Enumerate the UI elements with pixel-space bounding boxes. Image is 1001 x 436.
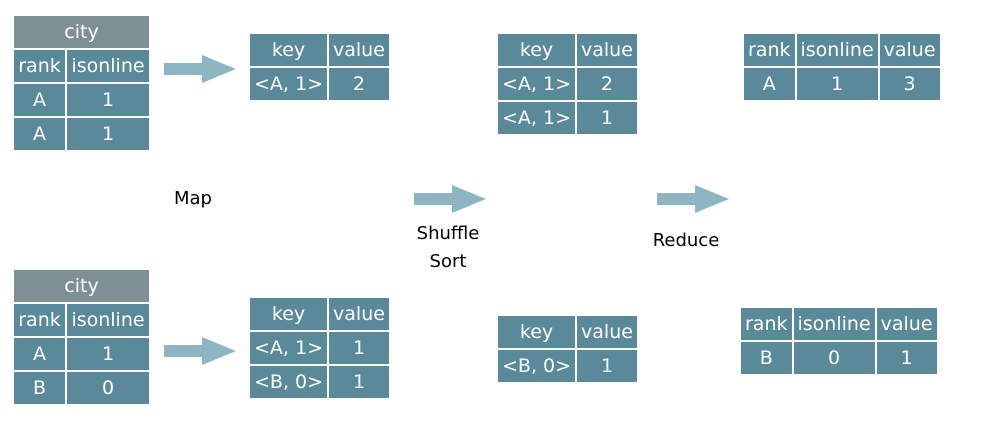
table-cell: 3 (877, 66, 942, 102)
column-header: key (495, 32, 578, 68)
table-cell: 1 (575, 100, 639, 136)
table-cell: 1 (794, 66, 880, 102)
column-header: isonline (794, 32, 880, 68)
table-cell: 2 (327, 66, 391, 102)
column-header: key (247, 296, 330, 332)
arrow-right-icon (657, 185, 729, 213)
table-cell: 0 (65, 370, 151, 406)
table-cell: 1 (575, 348, 639, 384)
table-cell: 1 (327, 364, 391, 400)
column-header: value (877, 32, 942, 68)
map-table-1: key value <A, 1> 2 (247, 32, 391, 102)
table-cell: A (11, 336, 68, 372)
column-header: key (247, 32, 330, 68)
table-cell: A (11, 116, 68, 152)
table-cell: A (11, 82, 68, 118)
map-table-2: key value <A, 1> 1 <B, 0> 1 (247, 296, 391, 400)
column-header: value (575, 32, 639, 68)
input-table-1: city rank isonline A 1 A 1 (11, 14, 151, 152)
arrow-right-icon (164, 337, 236, 365)
column-header: rank (11, 48, 68, 84)
column-header: value (874, 306, 939, 342)
table-cell: 1 (874, 340, 939, 376)
table-cell: <A, 1> (247, 66, 330, 102)
table-cell: <A, 1> (495, 100, 578, 136)
column-header: value (327, 32, 391, 68)
table-title: city (12, 268, 151, 304)
input-table-2: city rank isonline A 1 B 0 (11, 268, 151, 406)
column-header: isonline (791, 306, 877, 342)
column-header: value (575, 314, 639, 350)
column-header: rank (739, 306, 794, 342)
map-label: Map (174, 188, 212, 209)
column-header: value (327, 296, 391, 332)
table-cell: 1 (327, 330, 391, 366)
reduce-table-1: rank isonline value A 1 3 (742, 32, 942, 102)
shuffle-label: Shuffle (416, 223, 480, 244)
column-header: isonline (65, 48, 151, 84)
table-cell: A (742, 66, 797, 102)
table-cell: 1 (65, 336, 151, 372)
table-cell: <A, 1> (247, 330, 330, 366)
table-title: city (12, 14, 151, 50)
column-header: rank (11, 302, 68, 338)
table-cell: <B, 0> (495, 348, 578, 384)
table-cell: <A, 1> (495, 66, 578, 102)
sort-label: Sort (429, 251, 467, 272)
shuffle-table-2: key value <B, 0> 1 (495, 314, 639, 384)
reduce-table-2: rank isonline value B 0 1 (739, 306, 939, 376)
table-cell: 0 (791, 340, 877, 376)
table-cell: 1 (65, 116, 151, 152)
table-cell: <B, 0> (247, 364, 330, 400)
column-header: rank (742, 32, 797, 68)
arrow-right-icon (414, 185, 486, 213)
table-cell: B (739, 340, 794, 376)
column-header: isonline (65, 302, 151, 338)
table-cell: B (11, 370, 68, 406)
reduce-label: Reduce (652, 230, 720, 251)
table-cell: 1 (65, 82, 151, 118)
column-header: key (495, 314, 578, 350)
arrow-right-icon (164, 55, 236, 83)
shuffle-table-1: key value <A, 1> 2 <A, 1> 1 (495, 32, 639, 136)
table-cell: 2 (575, 66, 639, 102)
